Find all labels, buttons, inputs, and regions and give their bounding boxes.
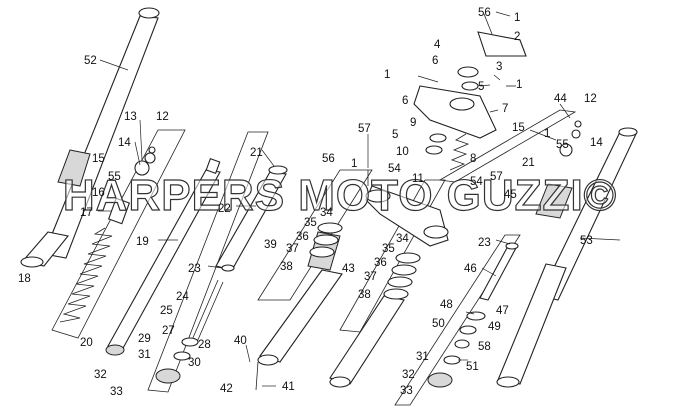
- part-label-51: 51: [466, 361, 479, 373]
- part-label-28: 28: [198, 339, 211, 351]
- part-label-48: 48: [440, 299, 453, 311]
- part-label-20: 20: [80, 337, 93, 349]
- part-label-1: 1: [544, 128, 550, 140]
- part-label-40: 40: [234, 335, 247, 347]
- part-label-5: 5: [478, 81, 484, 93]
- part-label-17: 17: [80, 207, 93, 219]
- part-label-49: 49: [488, 321, 501, 333]
- right-fork-tube: [496, 127, 638, 388]
- part-label-11: 11: [412, 173, 424, 185]
- part-label-31: 31: [416, 351, 429, 363]
- part-label-33: 33: [400, 385, 413, 397]
- part-label-8: 8: [470, 153, 476, 165]
- part-label-53: 53: [580, 235, 593, 247]
- slider-39: [255, 222, 343, 391]
- steering-stem: [413, 13, 527, 171]
- part-label-10: 10: [396, 146, 409, 158]
- part-label-7: 7: [502, 103, 508, 115]
- part-label-22: 22: [218, 203, 231, 215]
- part-label-1: 1: [514, 12, 520, 24]
- part-label-27: 27: [162, 325, 175, 337]
- part-label-45: 45: [504, 189, 517, 201]
- part-label-1: 1: [351, 158, 357, 170]
- slider-43: [329, 252, 421, 388]
- part-label-16: 16: [92, 187, 105, 199]
- part-label-50: 50: [432, 318, 445, 330]
- part-label-35: 35: [382, 243, 395, 255]
- part-label-54: 54: [470, 176, 483, 188]
- part-label-21: 21: [522, 157, 535, 169]
- left-spring: [59, 146, 156, 323]
- part-label-32: 32: [402, 369, 415, 381]
- part-label-44: 44: [554, 93, 567, 105]
- part-label-12: 12: [156, 111, 169, 123]
- part-label-4: 4: [434, 39, 441, 51]
- part-label-33: 33: [110, 386, 123, 398]
- part-label-29: 29: [138, 333, 151, 345]
- part-label-52: 52: [84, 55, 97, 67]
- part-label-6: 6: [432, 55, 438, 67]
- part-number-labels: 56 1 2 4 6 3 1 5 1 6 7 9 5 10 8 57 44 12…: [18, 7, 603, 398]
- part-label-57: 57: [358, 123, 371, 135]
- part-label-36: 36: [374, 257, 387, 269]
- part-label-9: 9: [410, 117, 416, 129]
- part-label-56: 56: [322, 153, 335, 165]
- part-label-18: 18: [18, 273, 31, 285]
- panel-frames: [51, 109, 577, 406]
- part-label-58: 58: [478, 341, 491, 353]
- part-label-38: 38: [358, 289, 371, 301]
- part-label-21: 21: [250, 147, 263, 159]
- part-label-47: 47: [496, 305, 509, 317]
- part-label-54: 54: [388, 163, 401, 175]
- part-label-37: 37: [364, 271, 377, 283]
- part-label-57: 57: [490, 171, 503, 183]
- part-label-46: 46: [464, 263, 477, 275]
- part-label-36: 36: [296, 231, 309, 243]
- part-label-14: 14: [590, 137, 603, 149]
- damper-tube-19: [105, 157, 221, 356]
- lower-triple-clamp: [365, 170, 449, 247]
- part-label-1: 1: [384, 69, 390, 81]
- left-fork-tube: [20, 7, 160, 268]
- damper-rod-22: [155, 165, 288, 384]
- part-label-34: 34: [320, 207, 333, 219]
- part-label-14: 14: [118, 137, 131, 149]
- part-label-15: 15: [512, 122, 525, 134]
- part-label-13: 13: [124, 111, 137, 123]
- part-label-2: 2: [514, 31, 520, 43]
- leader-lines: [98, 11, 621, 387]
- part-label-55: 55: [108, 171, 121, 183]
- part-label-35: 35: [304, 217, 317, 229]
- part-label-42: 42: [220, 383, 233, 395]
- part-label-23: 23: [478, 237, 491, 249]
- part-label-37: 37: [286, 243, 299, 255]
- part-label-34: 34: [396, 233, 409, 245]
- part-label-15: 15: [92, 153, 105, 165]
- part-label-39: 39: [264, 239, 277, 251]
- part-label-38: 38: [280, 261, 293, 273]
- part-label-24: 24: [176, 291, 189, 303]
- right-parts-column: [427, 120, 582, 388]
- part-label-55: 55: [556, 139, 569, 151]
- part-label-56: 56: [478, 7, 491, 19]
- part-label-23: 23: [188, 263, 201, 275]
- part-label-3: 3: [496, 61, 502, 73]
- part-label-12: 12: [584, 93, 597, 105]
- part-label-43: 43: [342, 263, 355, 275]
- watermark: HARPERS MOTO GUZZI©: [63, 171, 617, 220]
- part-label-19: 19: [136, 236, 149, 248]
- part-label-41: 41: [282, 381, 295, 393]
- part-label-30: 30: [188, 357, 201, 369]
- part-label-1: 1: [516, 79, 522, 91]
- part-label-25: 25: [160, 305, 173, 317]
- part-label-32: 32: [94, 369, 107, 381]
- part-label-31: 31: [138, 349, 151, 361]
- part-label-6: 6: [402, 95, 408, 107]
- part-label-5: 5: [392, 129, 398, 141]
